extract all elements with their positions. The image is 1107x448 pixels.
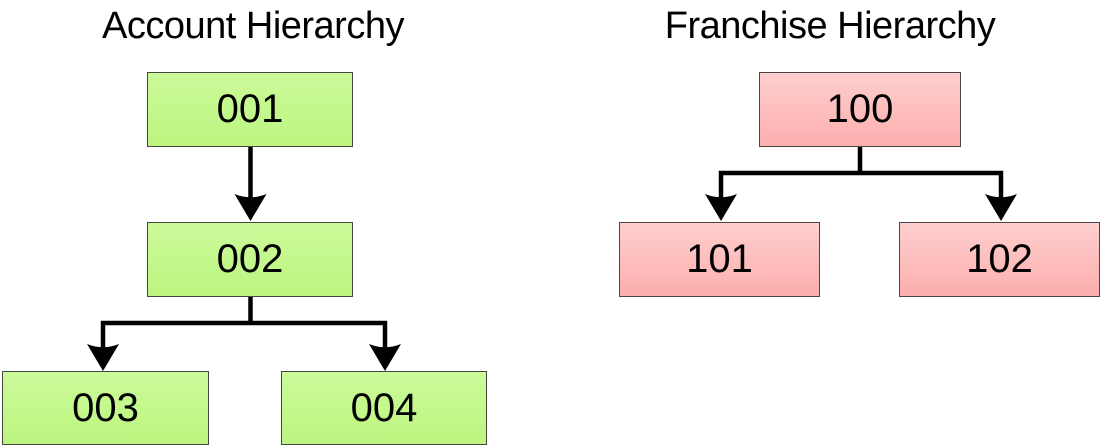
franchise-node-100: 100 [759,72,961,147]
connector-100-children [705,146,1017,221]
account-node-002: 002 [147,222,353,297]
account-hierarchy-title: Account Hierarchy [102,5,404,47]
account-node-004: 004 [281,371,487,445]
node-label: 102 [966,237,1033,281]
node-label: 003 [72,385,139,430]
node-label: 004 [350,385,418,430]
node-label: 100 [826,87,894,131]
account-node-003: 003 [2,371,209,445]
node-label: 002 [216,237,284,281]
franchise-node-101: 101 [619,222,820,297]
connector-001-002 [234,146,267,221]
account-node-001: 001 [147,72,353,147]
franchise-node-102: 102 [899,222,1100,297]
node-label: 001 [216,87,284,131]
franchise-hierarchy-title: Franchise Hierarchy [664,5,996,47]
node-label: 101 [686,237,753,281]
connector-002-children [87,296,401,371]
